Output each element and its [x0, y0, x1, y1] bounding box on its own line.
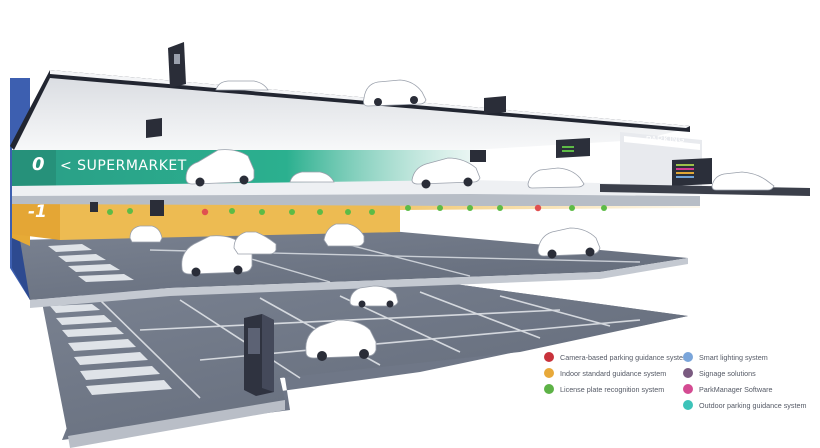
legend-item: Smart lighting system	[683, 349, 820, 365]
car-level0-2	[289, 171, 335, 183]
legend-label: Smart lighting system	[699, 352, 768, 362]
car-outdoor	[711, 171, 775, 191]
level0-floor-slab	[12, 180, 810, 206]
cars	[129, 79, 775, 361]
legend-label: Camera-based parking guidance system	[560, 352, 690, 362]
roof-signs	[146, 42, 506, 162]
roof-slab	[10, 70, 690, 150]
floor-label-0: 0	[32, 154, 45, 175]
purple-dot-icon	[683, 368, 693, 378]
legend-item: Indoor standard guidance system	[544, 365, 683, 381]
car-level0-4	[527, 167, 585, 189]
legend-label: License plate recognition system	[560, 384, 665, 394]
car-roof-1	[215, 80, 269, 91]
legend-label: ParkManager Software	[699, 384, 773, 394]
light-blue-dot-icon	[683, 352, 693, 362]
car-levelm1-1	[129, 225, 163, 243]
legend-label: Signage solutions	[699, 368, 756, 378]
legend-item: Outdoor parking guidance system	[683, 397, 820, 413]
red-dot-icon	[544, 352, 554, 362]
teal-dot-icon	[683, 400, 693, 410]
legend-item: License plate recognition system	[544, 381, 683, 397]
legend-label: Indoor standard guidance system	[560, 368, 667, 378]
car-levelm2-2	[305, 319, 377, 361]
car-roof-2	[363, 79, 427, 107]
orange-dot-icon	[544, 368, 554, 378]
ticket-kiosk	[244, 314, 274, 396]
legend-item: ParkManager Software	[683, 381, 820, 397]
car-level0-1	[185, 149, 255, 187]
guidance-lights	[90, 200, 607, 216]
supermarket-sign: < SUPERMARKET	[60, 158, 187, 174]
car-levelm1-3	[233, 231, 277, 255]
parking-sign: PARKING	[646, 135, 685, 144]
car-levelm2-1	[349, 285, 399, 308]
legend-item: Signage solutions	[683, 365, 820, 381]
legend-item: Camera-based parking guidance system	[544, 349, 689, 365]
pink-dot-icon	[683, 384, 693, 394]
legend: Camera-based parking guidance system Ind…	[544, 349, 820, 411]
car-level0-3	[411, 157, 481, 189]
legend-label: Outdoor parking guidance system	[699, 400, 807, 410]
car-levelm1-4	[323, 223, 365, 247]
floor-label-minus1: -1	[28, 202, 47, 222]
car-levelm1-5	[537, 227, 601, 259]
green-dot-icon	[544, 384, 554, 394]
parking-entrance-booth	[556, 132, 712, 188]
